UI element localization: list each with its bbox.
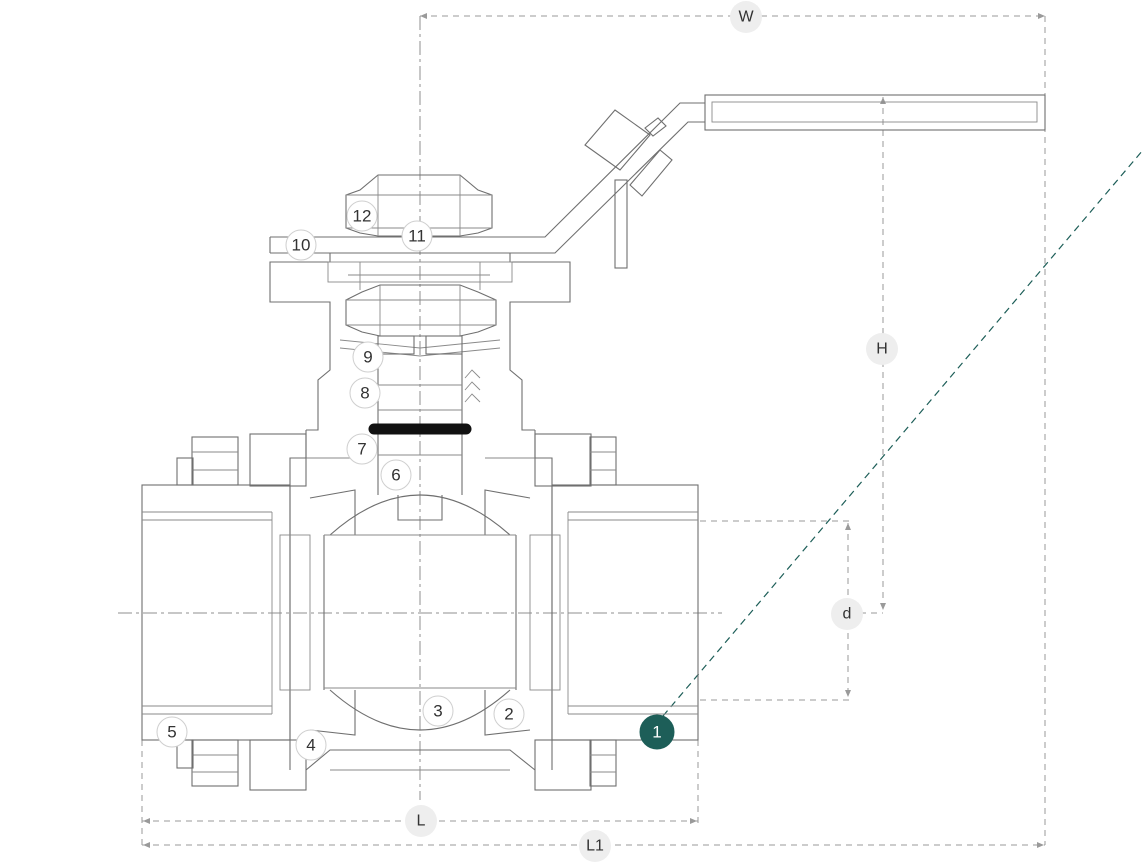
callout-5[interactable]: 5: [156, 716, 188, 748]
callout-3[interactable]: 3: [422, 695, 454, 727]
callout-1-leader: [662, 149, 1143, 717]
callout-2[interactable]: 2: [493, 698, 525, 730]
callout-9-label: 9: [363, 348, 372, 367]
dimension-label-l1: L1: [579, 830, 611, 862]
dimension-label-w: W: [730, 1, 762, 33]
dimension-label-l: L: [405, 805, 437, 837]
callout-9[interactable]: 9: [352, 341, 384, 373]
callout-3-label: 3: [433, 702, 442, 721]
centerlines: [118, 16, 722, 800]
dimension-label-l1-text: L1: [586, 838, 604, 855]
callout-5-label: 5: [167, 723, 176, 742]
stem: [368, 354, 481, 521]
callout-4[interactable]: 4: [295, 729, 327, 761]
callout-8-label: 8: [360, 384, 369, 403]
dimension-label-d: d: [831, 598, 863, 630]
callout-10-label: 10: [292, 236, 311, 255]
dimension-label-h: H: [866, 333, 898, 365]
callout-1[interactable]: 1: [639, 714, 675, 750]
callout-2-label: 2: [504, 705, 513, 724]
ball: [323, 494, 517, 731]
dimension-label-w-text: W: [738, 9, 754, 26]
lever-handle: [269, 94, 1046, 269]
dimension-label-h-text: H: [876, 341, 888, 358]
bonnet: [269, 252, 571, 431]
callout-6[interactable]: 6: [380, 459, 412, 491]
callout-8[interactable]: 8: [349, 377, 381, 409]
callout-10[interactable]: 10: [285, 229, 317, 261]
callout-12[interactable]: 12: [346, 200, 378, 232]
callout-1-label: 1: [652, 723, 661, 742]
callout-12-label: 12: [353, 207, 372, 226]
callout-7[interactable]: 7: [346, 433, 378, 465]
dimension-label-d-text: d: [843, 606, 852, 623]
callout-11[interactable]: 11: [401, 220, 433, 252]
right-end-cap: [529, 433, 699, 791]
callout-11-label: 11: [408, 227, 426, 246]
callout-6-label: 6: [391, 466, 400, 485]
left-end-cap: [141, 433, 311, 791]
callout-7-label: 7: [357, 440, 366, 459]
dimension-label-l-text: L: [417, 813, 426, 830]
dimension-lines: [141, 13, 1046, 848]
callout-4-label: 4: [306, 736, 315, 755]
